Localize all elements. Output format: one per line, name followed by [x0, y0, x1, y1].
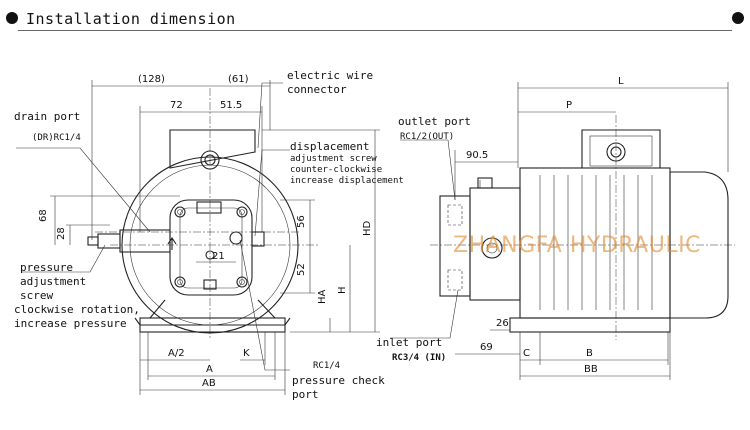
pressure-adj-line-1: pressure [20, 261, 73, 274]
pressure-adj-line-4: clockwise rotation, [14, 303, 140, 316]
pressure-check-line-1: pressure check [292, 374, 385, 387]
dim-A: A [206, 364, 213, 375]
dim-28: 28 [56, 227, 67, 240]
dim-56: 56 [296, 215, 307, 228]
displacement-line-2: counter-clockwise [290, 165, 382, 175]
dim-BB: BB [584, 364, 598, 375]
front-view-dimensions [50, 80, 380, 395]
front-view [87, 88, 320, 340]
leader-lines [16, 82, 459, 371]
displacement-line-1: adjustment screw [290, 154, 377, 164]
dim-B: B [586, 348, 593, 359]
dim-AB: AB [202, 378, 216, 389]
displacement-label: displacement [290, 140, 369, 153]
side-view-dimensions [454, 82, 729, 380]
dim-HA: HA [317, 289, 328, 304]
side-view [430, 115, 735, 340]
dim-P: P [566, 100, 572, 111]
dim-69: 69 [480, 342, 493, 353]
drain-port-spec: (DR)RC1/4 [32, 133, 81, 143]
dim-A-half: A/2 [168, 348, 185, 359]
dim-21: 21 [212, 251, 225, 262]
pressure-adj-line-3: screw [20, 289, 53, 302]
header-divider [18, 30, 732, 31]
inlet-port-spec: RC3/4 (IN) [392, 353, 446, 363]
electric-wire-label: electric wire [287, 69, 373, 82]
dim-26: 26 [496, 318, 509, 329]
dim-51-5: 51.5 [220, 100, 242, 111]
watermark: ZHANGFA HYDRAULIC [453, 233, 701, 258]
outlet-port-spec: RC1/2(OUT) [400, 132, 454, 142]
displacement-line-3: increase displacement [290, 176, 404, 186]
bullet-dot-icon-right [732, 12, 744, 24]
pressure-check-line-2: port [292, 388, 319, 401]
dim-128: (128) [138, 74, 165, 85]
dim-68: 68 [38, 209, 49, 222]
inlet-port-label: inlet port [376, 336, 442, 349]
dim-72: 72 [170, 100, 183, 111]
dim-K: K [243, 348, 250, 359]
pressure-adj-line-5: increase pressure [14, 317, 127, 330]
dim-H: H [337, 286, 348, 294]
pressure-adj-line-2: adjustment [20, 275, 86, 288]
page-title: Installation dimension [26, 10, 236, 28]
drain-port-label: drain port [14, 110, 80, 123]
bullet-dot-icon [6, 12, 18, 24]
outlet-port-label: outlet port [398, 115, 471, 128]
dimension-labels: (128) (61) 72 51.5 68 28 56 52 21 HD H H… [38, 74, 624, 389]
pressure-check-spec: RC1/4 [313, 361, 340, 371]
dim-61: (61) [228, 74, 249, 85]
dim-90-5: 90.5 [466, 150, 488, 161]
dim-52: 52 [296, 263, 307, 276]
connector-label: connector [287, 83, 347, 96]
dim-C: C [523, 348, 530, 359]
dim-HD: HD [362, 220, 373, 236]
annotation-labels: electric wire connector drain port (DR)R… [14, 69, 471, 401]
dim-L: L [618, 76, 624, 87]
